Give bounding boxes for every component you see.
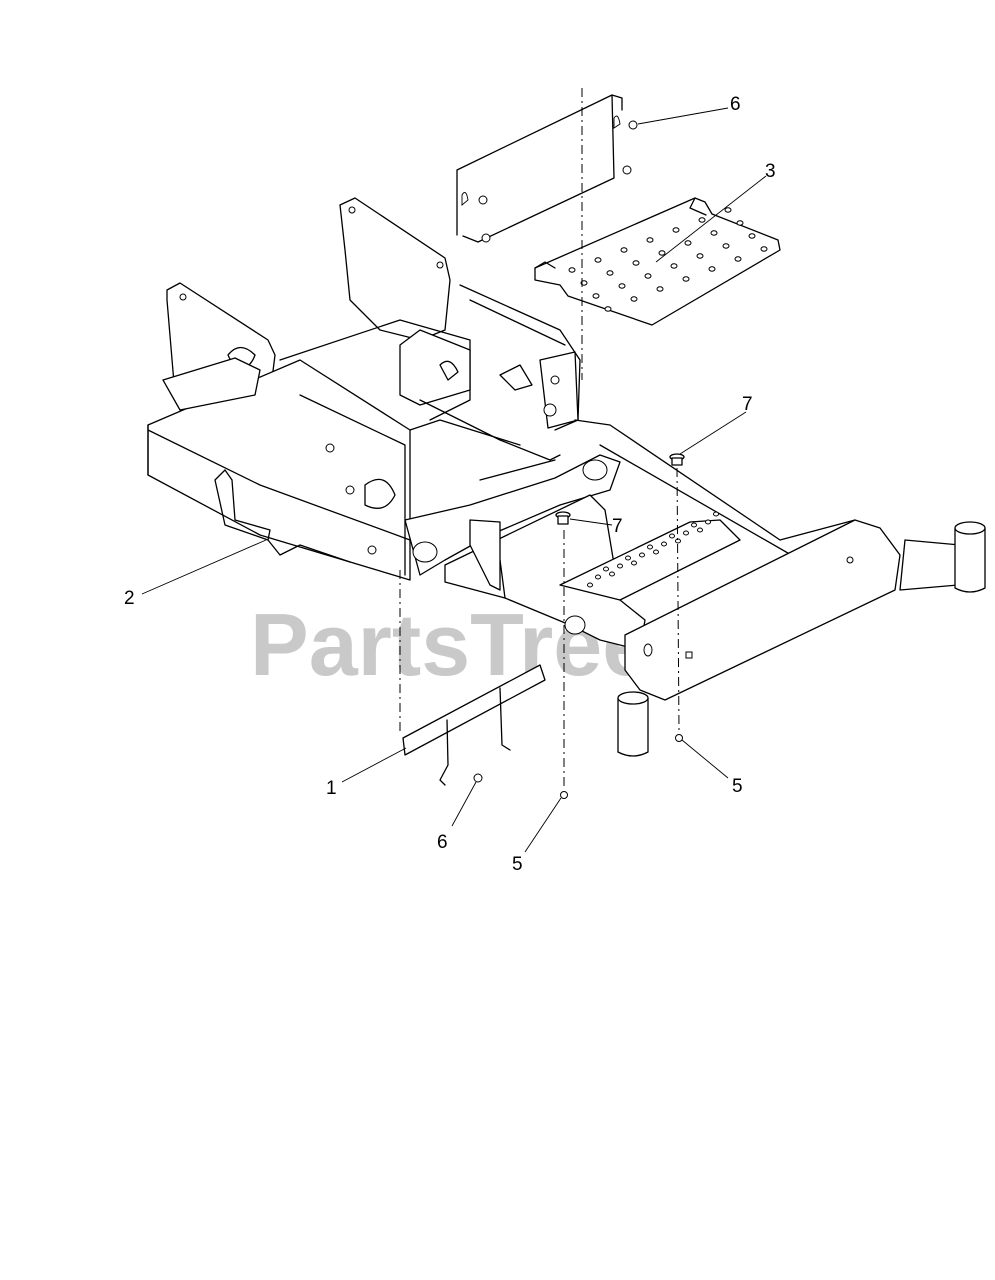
perforation-hole <box>658 250 666 256</box>
perforation-hole <box>594 257 602 263</box>
perforation-hole <box>644 273 652 279</box>
perforation-hole <box>625 555 631 561</box>
callout-6-bottom: 6 <box>437 832 448 853</box>
perforation-hole <box>653 549 659 555</box>
floor-plate <box>534 197 781 326</box>
perforation-hole <box>592 293 600 299</box>
perforation-hole <box>722 243 730 249</box>
callout-5-right: 5 <box>732 776 743 797</box>
perforation-hole <box>734 256 742 262</box>
perforation-hole <box>606 270 614 276</box>
perforation-hole <box>604 306 612 312</box>
perforation-hole <box>705 519 711 525</box>
hardware <box>555 453 685 799</box>
perforation-hole <box>672 227 680 233</box>
perforation-hole <box>736 220 744 226</box>
callout-7-right: 7 <box>742 394 753 415</box>
perforation-hole <box>696 253 704 259</box>
perforation-hole <box>661 541 667 547</box>
perforation-hole <box>710 230 718 236</box>
perforation-hole <box>724 207 732 213</box>
callout-labels: 6 3 7 7 2 1 6 5 5 <box>124 94 776 875</box>
perforation-hole <box>620 247 628 253</box>
pin-7-right <box>669 453 685 466</box>
perforation-hole <box>646 237 654 243</box>
assembly-lines <box>399 88 680 790</box>
perforation-hole <box>639 552 645 558</box>
floor-plate-holes <box>568 207 768 312</box>
perforation-hole <box>647 544 653 550</box>
callout-3: 3 <box>765 161 776 182</box>
perforation-hole <box>587 582 593 588</box>
front-frame <box>404 419 986 757</box>
perforation-hole <box>632 260 640 266</box>
perforation-hole <box>617 563 623 569</box>
callout-6-top: 6 <box>730 94 741 115</box>
perforation-hole <box>760 246 768 252</box>
perforation-hole <box>603 566 609 572</box>
front-bar-holes <box>587 511 719 588</box>
callout-1: 1 <box>326 778 337 799</box>
callout-7-mid: 7 <box>612 516 623 537</box>
nut-5-bottom <box>560 791 568 799</box>
perforation-hole <box>683 530 689 536</box>
perforation-hole <box>631 560 637 566</box>
perforation-hole <box>609 571 615 577</box>
perforation-hole <box>670 263 678 269</box>
pin-7-mid <box>555 511 571 525</box>
perforation-hole <box>630 296 638 302</box>
perforation-hole <box>713 511 719 517</box>
perforation-hole <box>698 217 706 223</box>
perforation-hole <box>669 533 675 539</box>
perforation-hole <box>568 267 576 273</box>
perforation-hole <box>691 522 697 528</box>
perforation-hole <box>697 527 703 533</box>
perforation-hole <box>595 574 601 580</box>
perforation-hole <box>656 286 664 292</box>
upper-cover-plate <box>456 94 638 243</box>
perforation-hole <box>684 240 692 246</box>
main-frame <box>147 197 581 581</box>
leader-lines <box>141 107 767 853</box>
callout-2: 2 <box>124 588 135 609</box>
perforation-hole <box>748 233 756 239</box>
perforation-hole <box>708 266 716 272</box>
perforation-hole <box>682 276 690 282</box>
perforation-hole <box>618 283 626 289</box>
callout-5-bottom: 5 <box>512 854 523 875</box>
nut-5-right <box>675 734 683 742</box>
